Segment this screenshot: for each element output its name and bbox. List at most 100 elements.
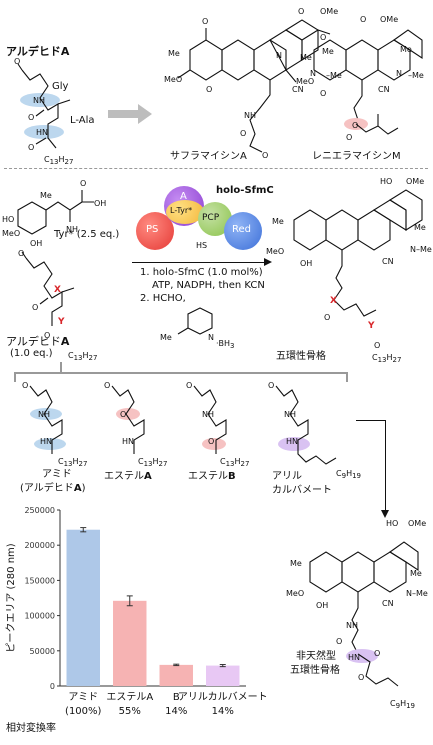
svg-text:OMe: OMe — [380, 15, 398, 24]
c13h27-variant-3: C13H27 — [220, 458, 249, 468]
svg-text:O: O — [320, 33, 326, 42]
bar — [159, 664, 193, 686]
c13h27-label: C13H27 — [44, 156, 73, 166]
domain-ps-label: PS — [146, 224, 159, 235]
svg-text:OH: OH — [94, 199, 106, 208]
svg-text:O: O — [202, 17, 208, 26]
h-subscript: 19 — [352, 472, 361, 480]
aldehyde-eq-text: アルデヒド — [6, 335, 61, 348]
c-subscript: 13 — [63, 460, 73, 468]
svg-text:OH: OH — [316, 601, 328, 610]
svg-text:O: O — [268, 381, 274, 390]
svg-text:O: O — [374, 341, 380, 350]
carbonyl-bonds — [35, 109, 47, 145]
aldehyde-eq-letter: A — [60, 335, 70, 348]
conversion-value: 55% — [119, 706, 141, 717]
step-2: 2. HCHO, — [140, 293, 186, 304]
svg-text:OMe: OMe — [406, 177, 424, 186]
c13h27-mid-label: C13H27 — [68, 352, 97, 362]
svg-text:O: O — [346, 133, 352, 142]
svg-text:Me: Me — [400, 45, 412, 54]
svg-text:Me: Me — [40, 191, 52, 200]
pyridine-borane-structure: N — [177, 307, 214, 342]
svg-text:N–Me: N–Me — [406, 589, 428, 598]
conversion-value: 14% — [165, 706, 187, 717]
hn-atom: HN — [36, 128, 48, 137]
svg-text:O: O — [324, 313, 330, 322]
svg-text:NH: NH — [38, 410, 50, 419]
h-letter: H — [72, 457, 79, 466]
svg-text:O: O — [374, 649, 380, 658]
transformation-arrow — [108, 104, 152, 124]
svg-text:OMe: OMe — [408, 519, 426, 528]
substrate-variants: O O O O NH O NH NH HN HN O HN — [22, 381, 337, 465]
aldehyde-carbonyl — [17, 63, 23, 71]
x-category-label: エステルA — [106, 692, 153, 703]
x-category-label: B — [173, 692, 180, 703]
domain-a-label: A — [180, 191, 187, 202]
svg-text:MeO: MeO — [296, 77, 314, 86]
svg-text:HN: HN — [122, 437, 134, 446]
c-subscript: 13 — [225, 460, 235, 468]
svg-text:OMe: OMe — [320, 7, 338, 16]
svg-text:O: O — [80, 179, 86, 188]
aldehyde-eq-title: アルデヒドA — [6, 336, 69, 347]
svg-text:O: O — [352, 121, 358, 130]
bar — [206, 665, 240, 686]
l-ala-label: L-Ala — [70, 115, 95, 126]
svg-text:O: O — [120, 410, 126, 419]
section-divider — [4, 168, 428, 169]
svg-text:MeO: MeO — [286, 589, 304, 598]
svg-text:O: O — [206, 85, 212, 94]
domain-red-label: Red — [232, 224, 251, 235]
h-letter: H — [152, 457, 159, 466]
svg-text:CN: CN — [382, 257, 394, 266]
y-tick-label: 200000 — [24, 541, 55, 550]
y-axis-label: ピークエリア (280 nm) — [5, 543, 17, 652]
oxygen-atom: O — [28, 113, 34, 122]
unnatural-arrow-h — [356, 420, 386, 421]
x-category-label: アミド — [68, 692, 98, 703]
amide-sub-letter: A — [73, 483, 82, 494]
aldehyde-a-structure: O NH O HN O O O Me MeO O OMe Me N –Me CN… — [14, 7, 342, 160]
substrate-bracket — [14, 372, 348, 382]
svg-text:Me: Me — [300, 53, 312, 62]
oxygen-atom: O — [28, 143, 34, 152]
bh-text: ·BH — [216, 339, 231, 348]
svg-text:CN: CN — [378, 85, 390, 94]
c13h27-variant-1: C13H27 — [58, 458, 87, 468]
svg-text:O: O — [262, 151, 268, 160]
domain-pcp-label: PCP — [202, 213, 220, 223]
saframycin-a-label: サフラマイシンA — [170, 151, 247, 162]
domain-red: Red — [224, 212, 262, 250]
svg-text:O: O — [208, 437, 214, 446]
c-letter: C — [220, 457, 226, 466]
bar — [113, 600, 147, 686]
bh-subscript: 3 — [230, 342, 235, 350]
svg-text:N: N — [396, 69, 402, 78]
h-subscript: 27 — [64, 158, 74, 166]
c-letter: C — [336, 469, 342, 478]
svg-text:N–Me: N–Me — [410, 245, 432, 254]
svg-text:O: O — [298, 7, 304, 16]
c-letter: C — [68, 351, 74, 360]
c9h19-bottom-label: C9H19 — [390, 700, 415, 710]
amide-sub-close: ) — [81, 483, 86, 494]
svg-text:O: O — [22, 381, 28, 390]
h-letter: H — [386, 353, 393, 362]
nh-atom: NH — [33, 96, 45, 105]
c-letter: C — [44, 155, 50, 164]
svg-text:–Me: –Me — [408, 71, 424, 80]
conversion-value: (100%) — [65, 706, 101, 717]
c-subscript: 13 — [49, 158, 59, 166]
svg-text:HN: HN — [286, 437, 298, 446]
oxygen-atom: O — [14, 57, 20, 66]
y-tick-label: 100000 — [24, 612, 55, 621]
renieramycin-m-structure: O O OMe Me MeO O Me N –Me CN O O — [296, 15, 424, 142]
svg-text:Me: Me — [272, 217, 284, 226]
svg-text:O: O — [360, 15, 366, 24]
svg-text:N: N — [276, 51, 282, 60]
amide-sub-text: (アルデヒド — [20, 483, 74, 494]
gly-label: Gly — [52, 81, 69, 92]
